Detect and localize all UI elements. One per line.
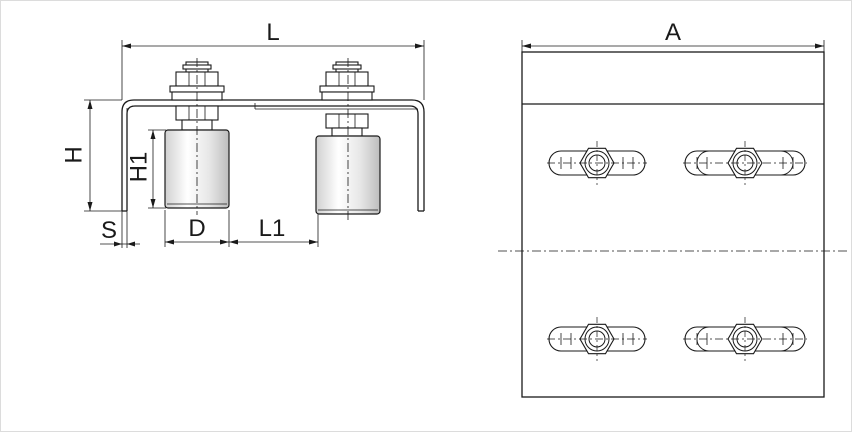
- plan-view: A: [498, 19, 848, 398]
- left-roller-assembly: [164, 58, 230, 215]
- bolt-slot-mark: [547, 317, 647, 361]
- label-D: D: [188, 215, 205, 242]
- dimension-H1: H1: [125, 129, 166, 209]
- bolt-slot-mark: [683, 317, 807, 361]
- dimension-A: A: [521, 19, 825, 58]
- dimension-L1: L1: [229, 214, 319, 247]
- bolt-slot-mark: [547, 141, 647, 185]
- dimension-S: S: [100, 108, 140, 248]
- bolt-slot-mark: [683, 141, 807, 185]
- side-view: L H H1 S: [60, 19, 425, 248]
- label-S: S: [101, 217, 117, 244]
- label-H1: H1: [125, 152, 152, 183]
- plate-outline: [521, 51, 825, 398]
- dimension-H: H: [60, 99, 122, 212]
- right-roller-assembly: [315, 58, 381, 220]
- label-L: L: [266, 19, 279, 46]
- dimension-D: D: [164, 210, 230, 247]
- label-H: H: [60, 146, 87, 163]
- label-L1: L1: [259, 215, 286, 242]
- dimension-L: L: [121, 19, 425, 100]
- bolt-marks: [547, 141, 807, 361]
- label-A: A: [665, 19, 681, 46]
- bracket-plate: [121, 99, 425, 212]
